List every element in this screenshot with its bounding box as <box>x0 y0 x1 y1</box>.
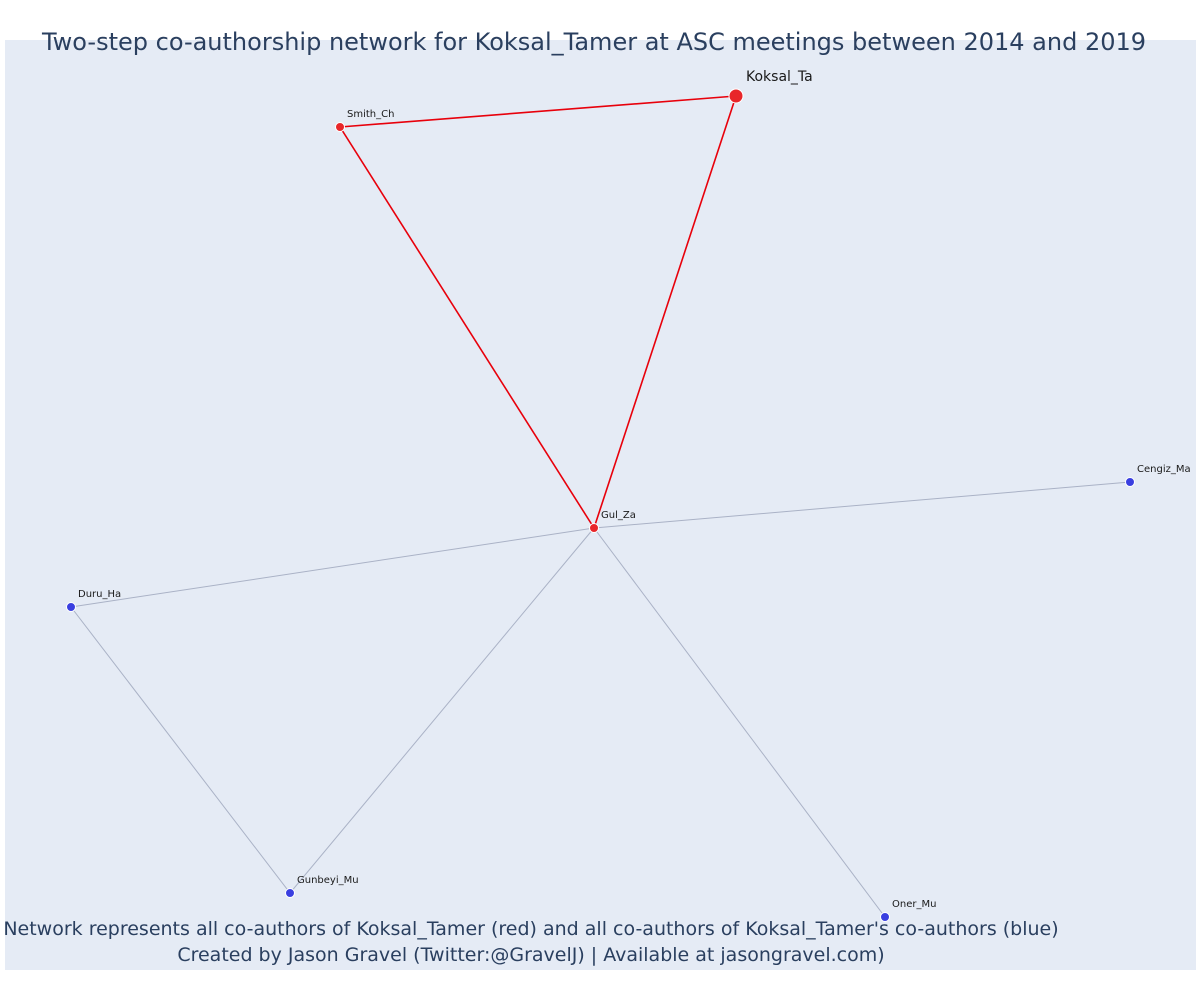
edge-duru_ha-gunbeyi_mu <box>70 606 291 894</box>
plot-area <box>5 40 1196 970</box>
node-label-smith_ch: Smith_Ch <box>347 109 394 120</box>
node-label-duru_ha: Duru_Ha <box>78 589 121 600</box>
edge-gul_za-gunbeyi_mu <box>289 527 595 894</box>
node-gul_za[interactable] <box>589 523 599 533</box>
node-label-gunbeyi_mu: Gunbeyi_Mu <box>297 875 359 886</box>
node-cengiz_ma[interactable] <box>1125 477 1135 487</box>
node-label-gul_za: Gul_Za <box>601 510 636 521</box>
edge-gul_za-cengiz_ma <box>593 481 1131 529</box>
nodes-layer <box>66 88 1135 922</box>
edge-smith_ch-gul_za <box>339 126 595 529</box>
node-label-oner_mu: Oner_Mu <box>892 899 936 910</box>
edges-layer <box>70 95 1131 918</box>
chart-title: Two-step co-authorship network for Koksa… <box>41 28 1147 56</box>
footer-caption: Network represents all co-authors of Kok… <box>3 918 1059 940</box>
edge-gul_za-oner_mu <box>593 527 886 918</box>
node-label-koksal_ta: Koksal_Ta <box>746 69 813 85</box>
node-duru_ha[interactable] <box>66 602 76 612</box>
node-smith_ch[interactable] <box>335 122 345 132</box>
node-label-cengiz_ma: Cengiz_Ma <box>1137 464 1191 475</box>
node-koksal_ta[interactable] <box>728 88 744 104</box>
node-gunbeyi_mu[interactable] <box>285 888 295 898</box>
node-oner_mu[interactable] <box>880 912 890 922</box>
edge-koksal_ta-gul_za <box>593 95 737 529</box>
footer-credit: Created by Jason Gravel (Twitter:@Gravel… <box>177 944 885 966</box>
edge-gul_za-duru_ha <box>70 527 595 608</box>
edge-koksal_ta-smith_ch <box>339 95 737 128</box>
